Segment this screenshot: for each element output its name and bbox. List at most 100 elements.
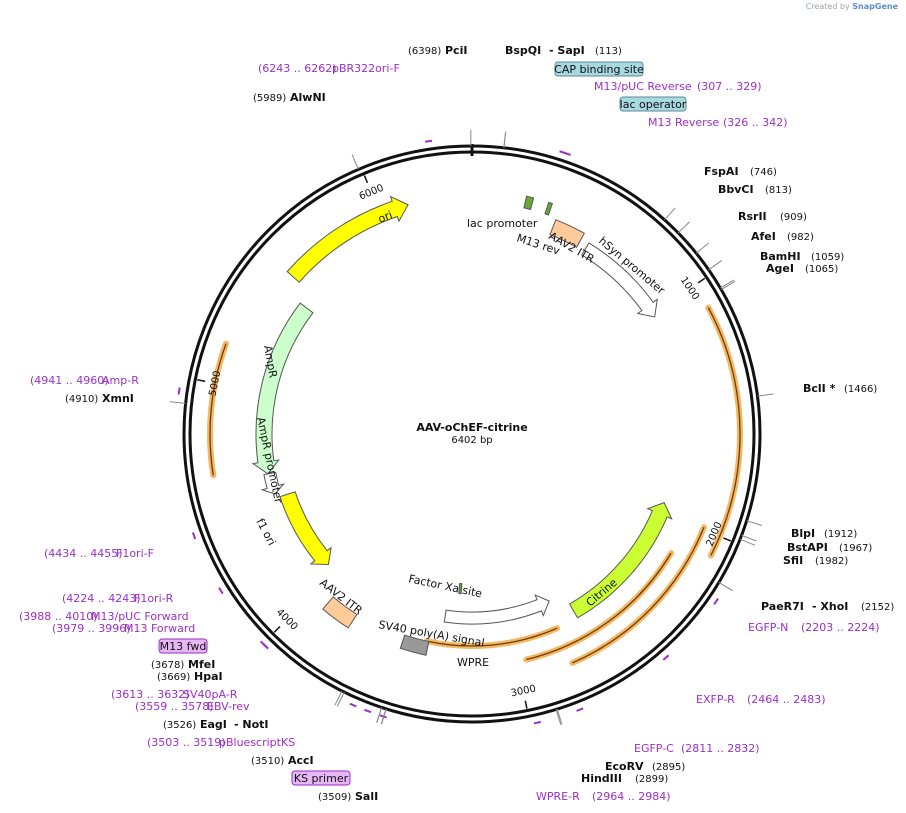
enzyme-pos: (3510) <box>251 756 284 767</box>
highlight-arc-core <box>572 527 705 664</box>
feature-m13-rev <box>544 201 554 216</box>
primer-mark <box>191 532 197 540</box>
enzyme-pos: (3669) <box>157 672 190 683</box>
enzyme-pos: (3526) <box>163 720 196 731</box>
enzyme-pos: (1065) <box>805 264 838 275</box>
enzyme-name[interactable]: - SapI <box>549 44 585 57</box>
enzyme-name[interactable]: AccI <box>288 754 314 767</box>
feature-ori <box>286 195 409 283</box>
snapgene-brand: SnapGene <box>852 2 898 11</box>
enzyme-name[interactable]: - NotI <box>234 718 269 731</box>
primer-range: (2203 .. 2224) <box>801 621 880 634</box>
enzyme-pos: (1912) <box>824 529 857 540</box>
feature-ampr-promoter <box>260 471 285 495</box>
primer-mark <box>424 139 433 143</box>
primer-range: (2464 .. 2483) <box>747 693 826 706</box>
m13-fwd-label[interactable]: M13 fwd <box>160 640 207 653</box>
enzyme-leader <box>720 281 736 290</box>
primer-name[interactable]: M13 Forward <box>124 622 195 635</box>
enzyme-pos: (1466) <box>844 384 877 395</box>
enzyme-name[interactable]: AgeI <box>766 262 794 275</box>
tick-label: 1000 <box>678 275 701 302</box>
primer-name[interactable]: M13/pUC Reverse <box>594 80 692 93</box>
enzyme-name[interactable]: HindIII <box>581 772 622 785</box>
feature-sv40-poly-a-signal <box>399 634 430 656</box>
tick-mark <box>723 537 732 542</box>
enzyme-pos: (2899) <box>635 774 668 785</box>
ori-label: ori <box>376 208 394 225</box>
enzyme-pos: (982) <box>787 232 814 243</box>
enzyme-name[interactable]: BamHI <box>760 250 801 263</box>
enzyme-pos: (6398) <box>408 46 441 57</box>
primer-name[interactable]: M13/pUC Forward <box>91 610 189 623</box>
leader-layer <box>169 130 774 725</box>
primer-name[interactable]: EGFP-N <box>748 621 788 634</box>
highlight-arc-core <box>526 552 672 661</box>
enzyme-name[interactable]: BclI * <box>803 382 836 395</box>
primer-name[interactable]: Amp-R <box>102 374 139 387</box>
feature-aav2-itr <box>549 219 586 248</box>
enzyme-name[interactable]: MfeI <box>188 658 215 671</box>
primer-name[interactable]: EGFP-C <box>634 742 674 755</box>
enzyme-name[interactable]: PciI <box>445 44 467 57</box>
primer-name[interactable]: M13 Reverse <box>648 116 719 129</box>
enzyme-pos: (813) <box>765 185 792 196</box>
enzyme-name[interactable]: SalI <box>355 790 378 803</box>
primer-name[interactable]: F1ori-F <box>116 547 154 560</box>
tick-mark <box>363 175 369 184</box>
enzyme-name[interactable]: RsrII <box>738 210 767 223</box>
enzyme-pos: (1059) <box>811 252 844 263</box>
primer-range: (326 .. 342) <box>723 116 788 129</box>
primer-name[interactable]: pBR322ori-F <box>332 62 400 75</box>
cap-binding-site-label[interactable]: CAP binding site <box>554 63 644 76</box>
enzyme-pos: (1982) <box>815 556 848 567</box>
primer-range: (3559 .. 3578) <box>135 700 214 713</box>
tick-mark <box>697 277 706 284</box>
primer-name[interactable]: WPRE-R <box>536 790 580 803</box>
primer-name[interactable]: SV40pA-R <box>183 688 238 701</box>
enzyme-leader <box>376 707 383 723</box>
primer-range: (2964 .. 2984) <box>592 790 671 803</box>
plasmid-name: AAV-oChEF-citrine <box>416 421 527 434</box>
enzyme-pos: (113) <box>595 46 622 57</box>
boxed-labels: CAP binding site lac operator M13 fwd KS… <box>158 61 687 786</box>
ks-primer-label[interactable]: KS primer <box>294 772 349 785</box>
enzyme-name[interactable]: BbvCI <box>718 183 754 196</box>
enzyme-name[interactable]: PaeR7I <box>761 600 804 613</box>
feature-wpre <box>443 594 550 625</box>
primer-name[interactable]: pBluescriptKS <box>219 736 295 749</box>
primer-name[interactable]: F1ori-R <box>134 592 174 605</box>
enzyme-name[interactable]: - XhoI <box>812 600 848 613</box>
primer-labels: (6243 .. 6262) pBR322ori-F M13/pUC Rever… <box>19 62 880 803</box>
enzyme-leader <box>556 708 563 725</box>
highlight-arc <box>207 340 230 479</box>
enzyme-name[interactable]: SfiI <box>783 554 803 567</box>
enzyme-name[interactable]: EcoRV <box>605 760 644 773</box>
enzyme-leader <box>739 538 756 546</box>
plasmid-backbone <box>182 144 762 724</box>
enzyme-name[interactable]: AlwNI <box>290 91 326 104</box>
feature-hsyn-promoter <box>581 242 658 318</box>
lac-operator-label[interactable]: lac operator <box>620 98 687 111</box>
primer-range: (6243 .. 6262) <box>258 62 337 75</box>
primer-mark <box>563 151 571 156</box>
enzyme-name[interactable]: BstAPI <box>787 541 828 554</box>
enzyme-leader <box>503 131 507 148</box>
enzyme-pos: (2895) <box>652 762 685 773</box>
tick-label: 3000 <box>510 684 537 700</box>
enzyme-name[interactable]: XmnI <box>102 392 134 405</box>
primer-name[interactable]: EBV-rev <box>207 700 250 713</box>
primer-mark <box>177 387 181 395</box>
enzyme-name[interactable]: BspQI <box>505 44 541 57</box>
enzyme-name[interactable]: AfeI <box>751 230 776 243</box>
primer-name[interactable]: EXFP-R <box>696 693 735 706</box>
enzyme-name[interactable]: FspAI <box>704 165 739 178</box>
primer-mark <box>218 587 224 595</box>
primer-mark <box>713 597 719 605</box>
plasmid-size: 6402 bp <box>451 435 492 446</box>
enzyme-labels: (6398) PciI BspQI - SapI (113) FspAI (74… <box>65 44 894 803</box>
enzyme-pos: (746) <box>750 167 777 178</box>
enzyme-name[interactable]: EagI <box>200 718 227 731</box>
enzyme-name[interactable]: HpaI <box>194 670 223 683</box>
enzyme-name[interactable]: BlpI <box>791 527 815 540</box>
